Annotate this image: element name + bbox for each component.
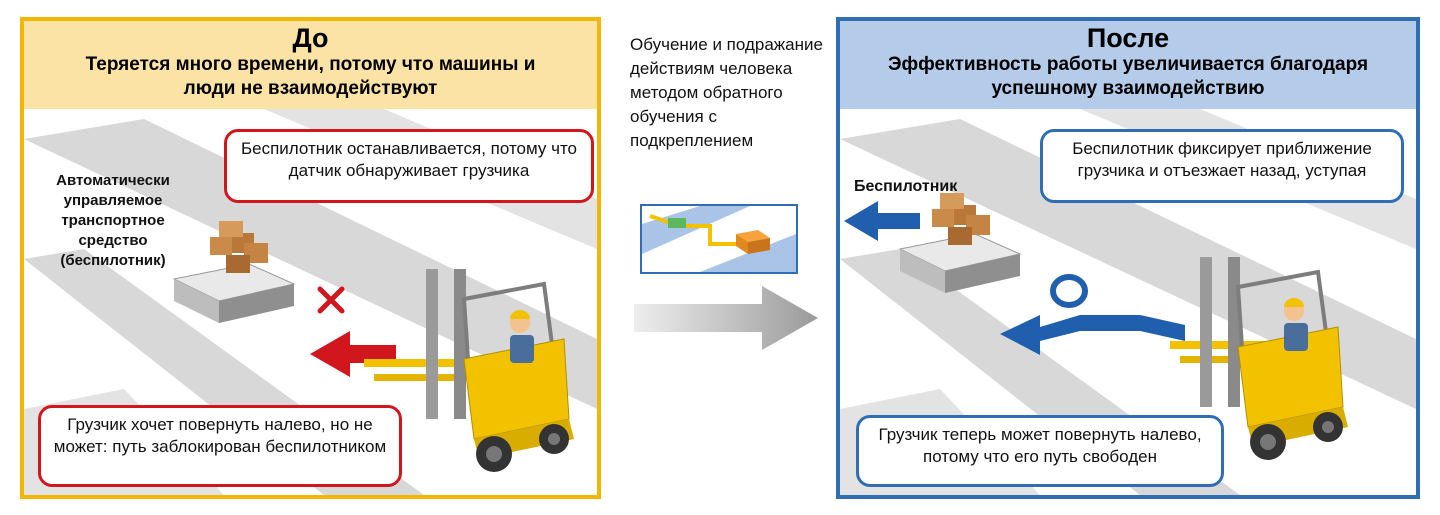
forklift-icon: [1170, 257, 1348, 460]
forklift-icon: [364, 269, 574, 472]
agv-yield-callout-text: Беспилотник фиксирует приближение грузчи…: [1072, 139, 1372, 180]
floor-stripe: [840, 119, 1416, 409]
before-header: До Теряется много времени, потому что ма…: [24, 21, 597, 109]
floor-stripe: [24, 119, 597, 409]
stop-cross-icon: [317, 286, 345, 314]
forklift-clear-callout-text: Грузчик теперь может повернуть налево, п…: [878, 425, 1202, 466]
after-panel: После Эффективность работы увеличивается…: [836, 17, 1420, 499]
forklift-clear-callout: Грузчик теперь может повернуть налево, п…: [856, 415, 1224, 487]
agv-label: Автоматически управляемое транспортное с…: [56, 172, 170, 269]
after-scene: Беспилотник Беспилотник фиксирует прибли…: [840, 109, 1416, 495]
before-subtitle: Теряется много времени, потому что машин…: [85, 54, 536, 99]
agv-yield-callout: Беспилотник фиксирует приближение грузчи…: [1040, 129, 1404, 203]
learning-path-icon: [640, 204, 798, 274]
forklift-blocked-callout-text: Грузчик хочет повернуть налево, но не мо…: [53, 415, 387, 456]
blocked-direction-arrow: [310, 331, 396, 377]
ok-circle-icon: [1050, 274, 1088, 308]
learning-description: Обучение и подражание действиям человека…: [630, 35, 823, 150]
agv-robot-icon: [898, 193, 1022, 293]
turn-path-arrow: [1040, 315, 1185, 341]
before-title: До: [292, 23, 329, 53]
agv-stop-callout: Беспилотник останавливается, потому что …: [224, 129, 594, 203]
forklift-blocked-callout: Грузчик хочет повернуть налево, но не мо…: [38, 405, 402, 487]
agv-robot-icon: [172, 221, 296, 323]
after-title: После: [1086, 23, 1170, 53]
agv-label: Беспилотник: [854, 178, 958, 195]
transition-arrow-icon: [634, 286, 818, 350]
agv-retreat-arrow: [844, 201, 920, 241]
before-scene: Автоматически управляемое транспортное с…: [24, 109, 597, 495]
agv-stop-callout-text: Беспилотник останавливается, потому что …: [240, 139, 577, 180]
before-panel: До Теряется много времени, потому что ма…: [20, 17, 601, 499]
after-header: После Эффективность работы увеличивается…: [840, 21, 1416, 109]
after-subtitle: Эффективность работы увеличивается благо…: [887, 54, 1369, 99]
turn-path-arrowhead: [1000, 315, 1040, 355]
